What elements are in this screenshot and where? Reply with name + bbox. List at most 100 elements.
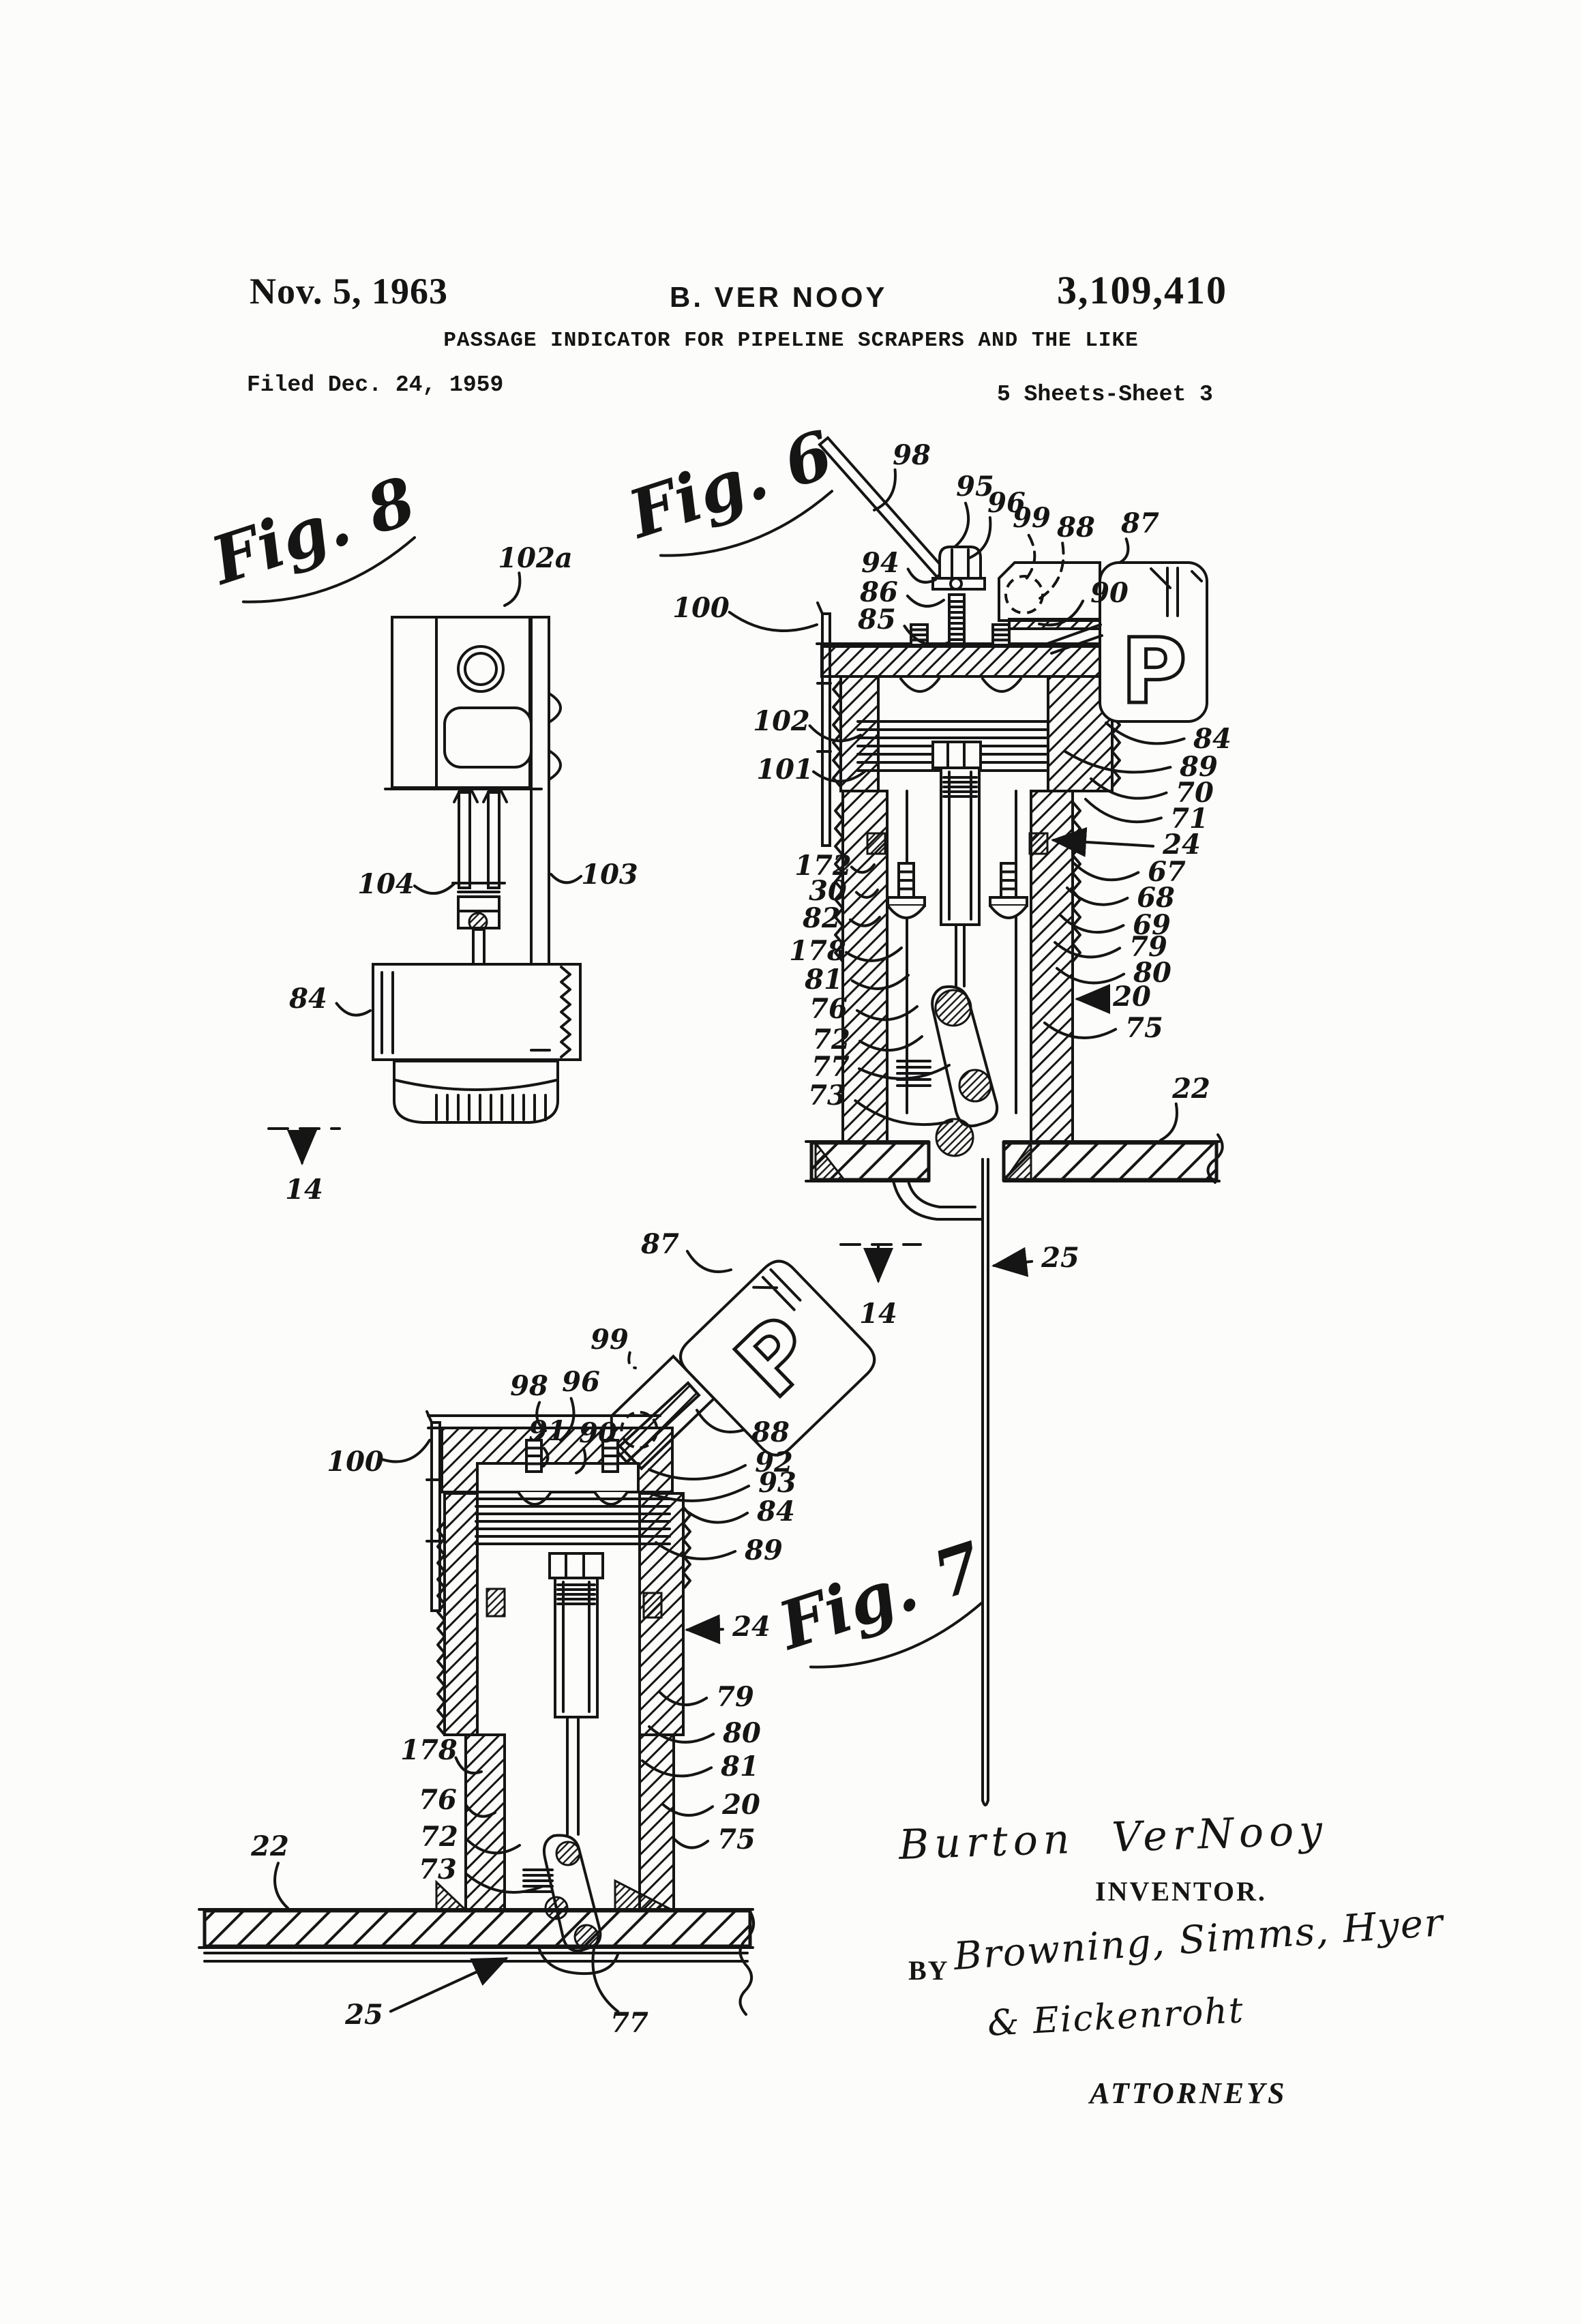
art-path bbox=[989, 904, 1028, 919]
leader-line bbox=[696, 1409, 745, 1433]
art-circle bbox=[464, 652, 498, 686]
art-circle bbox=[555, 1841, 581, 1866]
leader-line bbox=[503, 571, 522, 607]
art-path bbox=[537, 1946, 619, 1976]
ref-numeral-22: 22 bbox=[1171, 1073, 1210, 1105]
leader-line bbox=[1073, 862, 1140, 882]
ref-numeral-75: 75 bbox=[717, 1823, 756, 1856]
leader-line bbox=[645, 1485, 751, 1502]
art-path bbox=[682, 1506, 691, 1590]
section-numeral-14: 14 bbox=[859, 1298, 897, 1330]
ref-numeral-91: 91 bbox=[528, 1415, 567, 1447]
leader-arrow bbox=[1051, 826, 1155, 857]
leader-line bbox=[808, 724, 862, 743]
leader-line bbox=[728, 610, 818, 632]
leader-line bbox=[1024, 533, 1036, 581]
art-line bbox=[1050, 634, 1103, 655]
art-path bbox=[482, 790, 508, 803]
leader-arrow bbox=[685, 1614, 725, 1645]
leader-line bbox=[873, 468, 897, 511]
leader-line bbox=[850, 863, 876, 874]
ref-numeral-86: 86 bbox=[859, 576, 898, 608]
leader-line bbox=[1054, 941, 1122, 959]
ref-numeral-94: 94 bbox=[861, 547, 899, 579]
art-circle bbox=[958, 1069, 992, 1103]
ref-numeral-76: 76 bbox=[419, 1784, 457, 1816]
leader-line bbox=[953, 501, 970, 548]
leader-line bbox=[464, 1872, 544, 1894]
leader-line bbox=[854, 889, 879, 899]
ref-numeral-67: 67 bbox=[1148, 856, 1186, 888]
ref-numeral-24: 24 bbox=[1162, 829, 1201, 861]
leader-arrow bbox=[991, 1247, 1034, 1277]
leader-line bbox=[1038, 599, 1085, 627]
art-path bbox=[435, 1879, 469, 1912]
leader-line bbox=[1084, 798, 1163, 824]
leader-line bbox=[273, 1862, 289, 1909]
ref-numeral-22: 22 bbox=[250, 1830, 289, 1862]
art-rect bbox=[548, 1552, 604, 1579]
ref-numeral-79: 79 bbox=[1129, 931, 1167, 963]
leader-line bbox=[682, 1507, 749, 1524]
leader-line bbox=[1056, 967, 1126, 985]
ref-numeral-101: 101 bbox=[756, 754, 814, 786]
art-rect bbox=[430, 1421, 441, 1612]
ref-numeral-72: 72 bbox=[420, 1821, 458, 1853]
ref-numeral-73: 73 bbox=[419, 1853, 457, 1886]
art-rect bbox=[443, 1492, 479, 1736]
ref-numeral-92: 92 bbox=[755, 1446, 793, 1478]
leader-line bbox=[1043, 1022, 1118, 1039]
ref-numeral-82: 82 bbox=[802, 902, 841, 934]
leader-line bbox=[380, 1439, 431, 1463]
ref-numeral-88: 88 bbox=[1056, 511, 1095, 543]
leader-line bbox=[335, 1002, 372, 1017]
figure-line-art bbox=[198, 436, 1224, 2016]
ref-numeral-20: 20 bbox=[721, 1789, 760, 1821]
art-path bbox=[453, 790, 479, 803]
leader-line bbox=[655, 1541, 737, 1560]
ref-numeral-90: 90 bbox=[579, 1417, 617, 1449]
ref-numeral-84: 84 bbox=[756, 1495, 795, 1528]
art-path bbox=[981, 676, 1023, 693]
art-rect bbox=[940, 766, 981, 926]
ref-numeral-90: 90 bbox=[1090, 577, 1129, 609]
art-path bbox=[394, 1079, 558, 1091]
art-path bbox=[614, 1879, 674, 1912]
art-line bbox=[1191, 570, 1203, 582]
ref-numeral-99: 99 bbox=[591, 1324, 629, 1356]
leader-line bbox=[1066, 887, 1129, 906]
art-rect bbox=[886, 896, 926, 907]
leader-line bbox=[1105, 721, 1186, 745]
art-rect bbox=[203, 1909, 752, 1948]
leader-line bbox=[685, 1249, 732, 1273]
ref-numeral-87: 87 bbox=[640, 1228, 679, 1260]
art-line bbox=[816, 601, 824, 615]
attorneys-label: ATTORNEYS bbox=[1090, 2076, 1287, 2110]
fig6-title: Fig. 6 bbox=[618, 415, 841, 554]
art-rect bbox=[1099, 561, 1208, 723]
ref-numeral-96: 96 bbox=[987, 487, 1026, 519]
ref-numeral-104: 104 bbox=[357, 868, 415, 900]
leader-line bbox=[454, 1756, 483, 1775]
art-rect bbox=[487, 791, 501, 889]
section-numeral-14: 14 bbox=[285, 1174, 323, 1206]
ref-numeral-178: 178 bbox=[789, 935, 846, 967]
leader-line bbox=[1159, 1102, 1178, 1142]
art-rect bbox=[989, 896, 1028, 907]
leader-line bbox=[542, 1446, 550, 1468]
art-rect bbox=[1028, 832, 1049, 855]
ref-numeral-99: 99 bbox=[1013, 502, 1051, 534]
art-circle bbox=[949, 577, 963, 591]
leader-line bbox=[857, 1064, 951, 1080]
art-rect bbox=[642, 1592, 663, 1619]
ref-numeral-81: 81 bbox=[804, 964, 843, 996]
leader-line bbox=[1064, 750, 1172, 774]
art-path bbox=[886, 904, 926, 919]
ref-numeral-98: 98 bbox=[510, 1370, 548, 1402]
title-underline-flourish bbox=[659, 490, 834, 557]
ref-numeral-89: 89 bbox=[744, 1534, 783, 1566]
art-circle bbox=[935, 1118, 974, 1157]
art-path bbox=[738, 1908, 755, 2016]
